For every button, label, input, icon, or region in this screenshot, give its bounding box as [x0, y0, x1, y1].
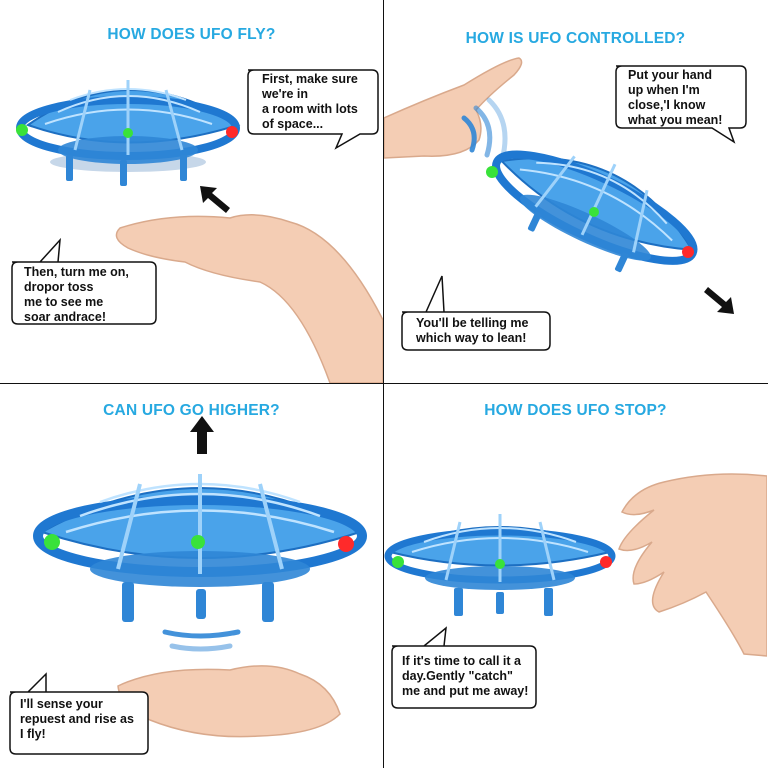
bubble-line: You'll be telling me: [416, 316, 529, 330]
bubble-line: a room with lots: [262, 102, 358, 116]
green-led-icon: [495, 559, 505, 569]
hand-icon: [618, 473, 767, 657]
green-led-icon: [44, 534, 60, 550]
panel1-illustration: [11, 69, 383, 383]
speech-bubble-shape: [391, 626, 537, 709]
panel-title: HOW DOES UFO STOP?: [484, 402, 667, 419]
speech-bubble: First, make sure we're in a room with lo…: [262, 72, 358, 132]
bubble-line: which way to lean!: [416, 331, 527, 345]
red-led-icon: [682, 246, 694, 258]
panel-how-is-ufo-controlled: HOW IS UFO CONTROLLED? Put your hand up …: [384, 0, 767, 383]
speech-bubble-shape: [247, 69, 379, 150]
ufo-drone-icon: [33, 474, 367, 622]
ufo-drone-icon: [492, 150, 698, 273]
speech-bubble: I'll sense your repuest and rise as I fl…: [20, 697, 134, 742]
green-led-icon: [392, 556, 404, 568]
speech-bubble-shape: [11, 237, 157, 325]
motion-lines-icon: [162, 629, 241, 652]
bubble-line: If it's time to call it a: [402, 654, 521, 668]
arrow-icon: [190, 416, 214, 454]
red-led-icon: [600, 556, 612, 568]
panel-title: CAN UFO GO HIGHER?: [103, 402, 280, 419]
panel3-illustration: [9, 416, 367, 755]
panel4-illustration: [384, 473, 767, 709]
bubble-line: First, make sure: [262, 72, 358, 86]
speech-bubble-shape: [615, 65, 747, 144]
green-led-icon: [123, 128, 133, 138]
panel-title: HOW DOES UFO FLY?: [107, 26, 276, 43]
ufo-drone-icon: [384, 514, 616, 616]
bubble-line: repuest and rise as: [20, 712, 134, 726]
bubble-line: we're in: [262, 87, 309, 101]
bubble-line: what you mean!: [628, 113, 723, 127]
bubble-line: I fly!: [20, 727, 46, 741]
bubble-line: me to see me: [24, 295, 104, 309]
speech-bubble-shape: [9, 672, 149, 755]
horizontal-divider: [0, 383, 768, 384]
hand-icon: [117, 665, 341, 738]
speech-bubble: You'll be telling me which way to lean!: [416, 316, 528, 346]
ufo-drone-icon: [16, 80, 241, 186]
bubble-line: I'll sense your: [20, 697, 103, 711]
panel-how-does-ufo-stop: HOW DOES UFO STOP? If it's time to call …: [384, 384, 767, 767]
green-led-icon: [16, 124, 28, 136]
bubble-line: Put your hand: [628, 68, 713, 82]
arrow-icon: [200, 186, 230, 213]
green-led-icon: [486, 166, 498, 178]
panel-title: HOW IS UFO CONTROLLED?: [465, 30, 686, 47]
bubble-line: me and put me away!: [402, 684, 529, 698]
speech-bubble-shape: [401, 275, 551, 351]
bubble-line: Then, turn me on,: [24, 265, 129, 279]
red-led-icon: [338, 536, 354, 552]
hand-icon: [384, 57, 523, 159]
bubble-line: close,'I know: [628, 98, 706, 112]
bubble-line: dropor toss: [24, 280, 94, 294]
bubble-line: soar andrace!: [24, 310, 106, 324]
vertical-divider: [383, 0, 384, 768]
bubble-line: up when I'm: [628, 83, 700, 97]
speech-bubble: Put your hand up when I'm close,'I know …: [628, 68, 722, 128]
hand-icon: [115, 214, 383, 383]
green-led-icon: [589, 207, 599, 217]
arrow-icon: [704, 287, 734, 314]
red-led-icon: [226, 126, 238, 138]
speech-bubble: Then, turn me on, dropor toss me to see …: [24, 265, 129, 325]
bubble-line: of space...: [262, 117, 324, 131]
panel2-illustration: [384, 57, 747, 351]
panel-can-ufo-go-higher: CAN UFO GO HIGHER? I'll sense your repue…: [0, 384, 383, 767]
bubble-line: day.Gently "catch": [402, 669, 513, 683]
green-led-icon: [191, 535, 205, 549]
panel-how-does-ufo-fly: HOW DOES UFO FLY? First, make sure we're…: [0, 0, 383, 383]
speech-bubble: If it's time to call it a day.Gently "ca…: [402, 654, 528, 699]
